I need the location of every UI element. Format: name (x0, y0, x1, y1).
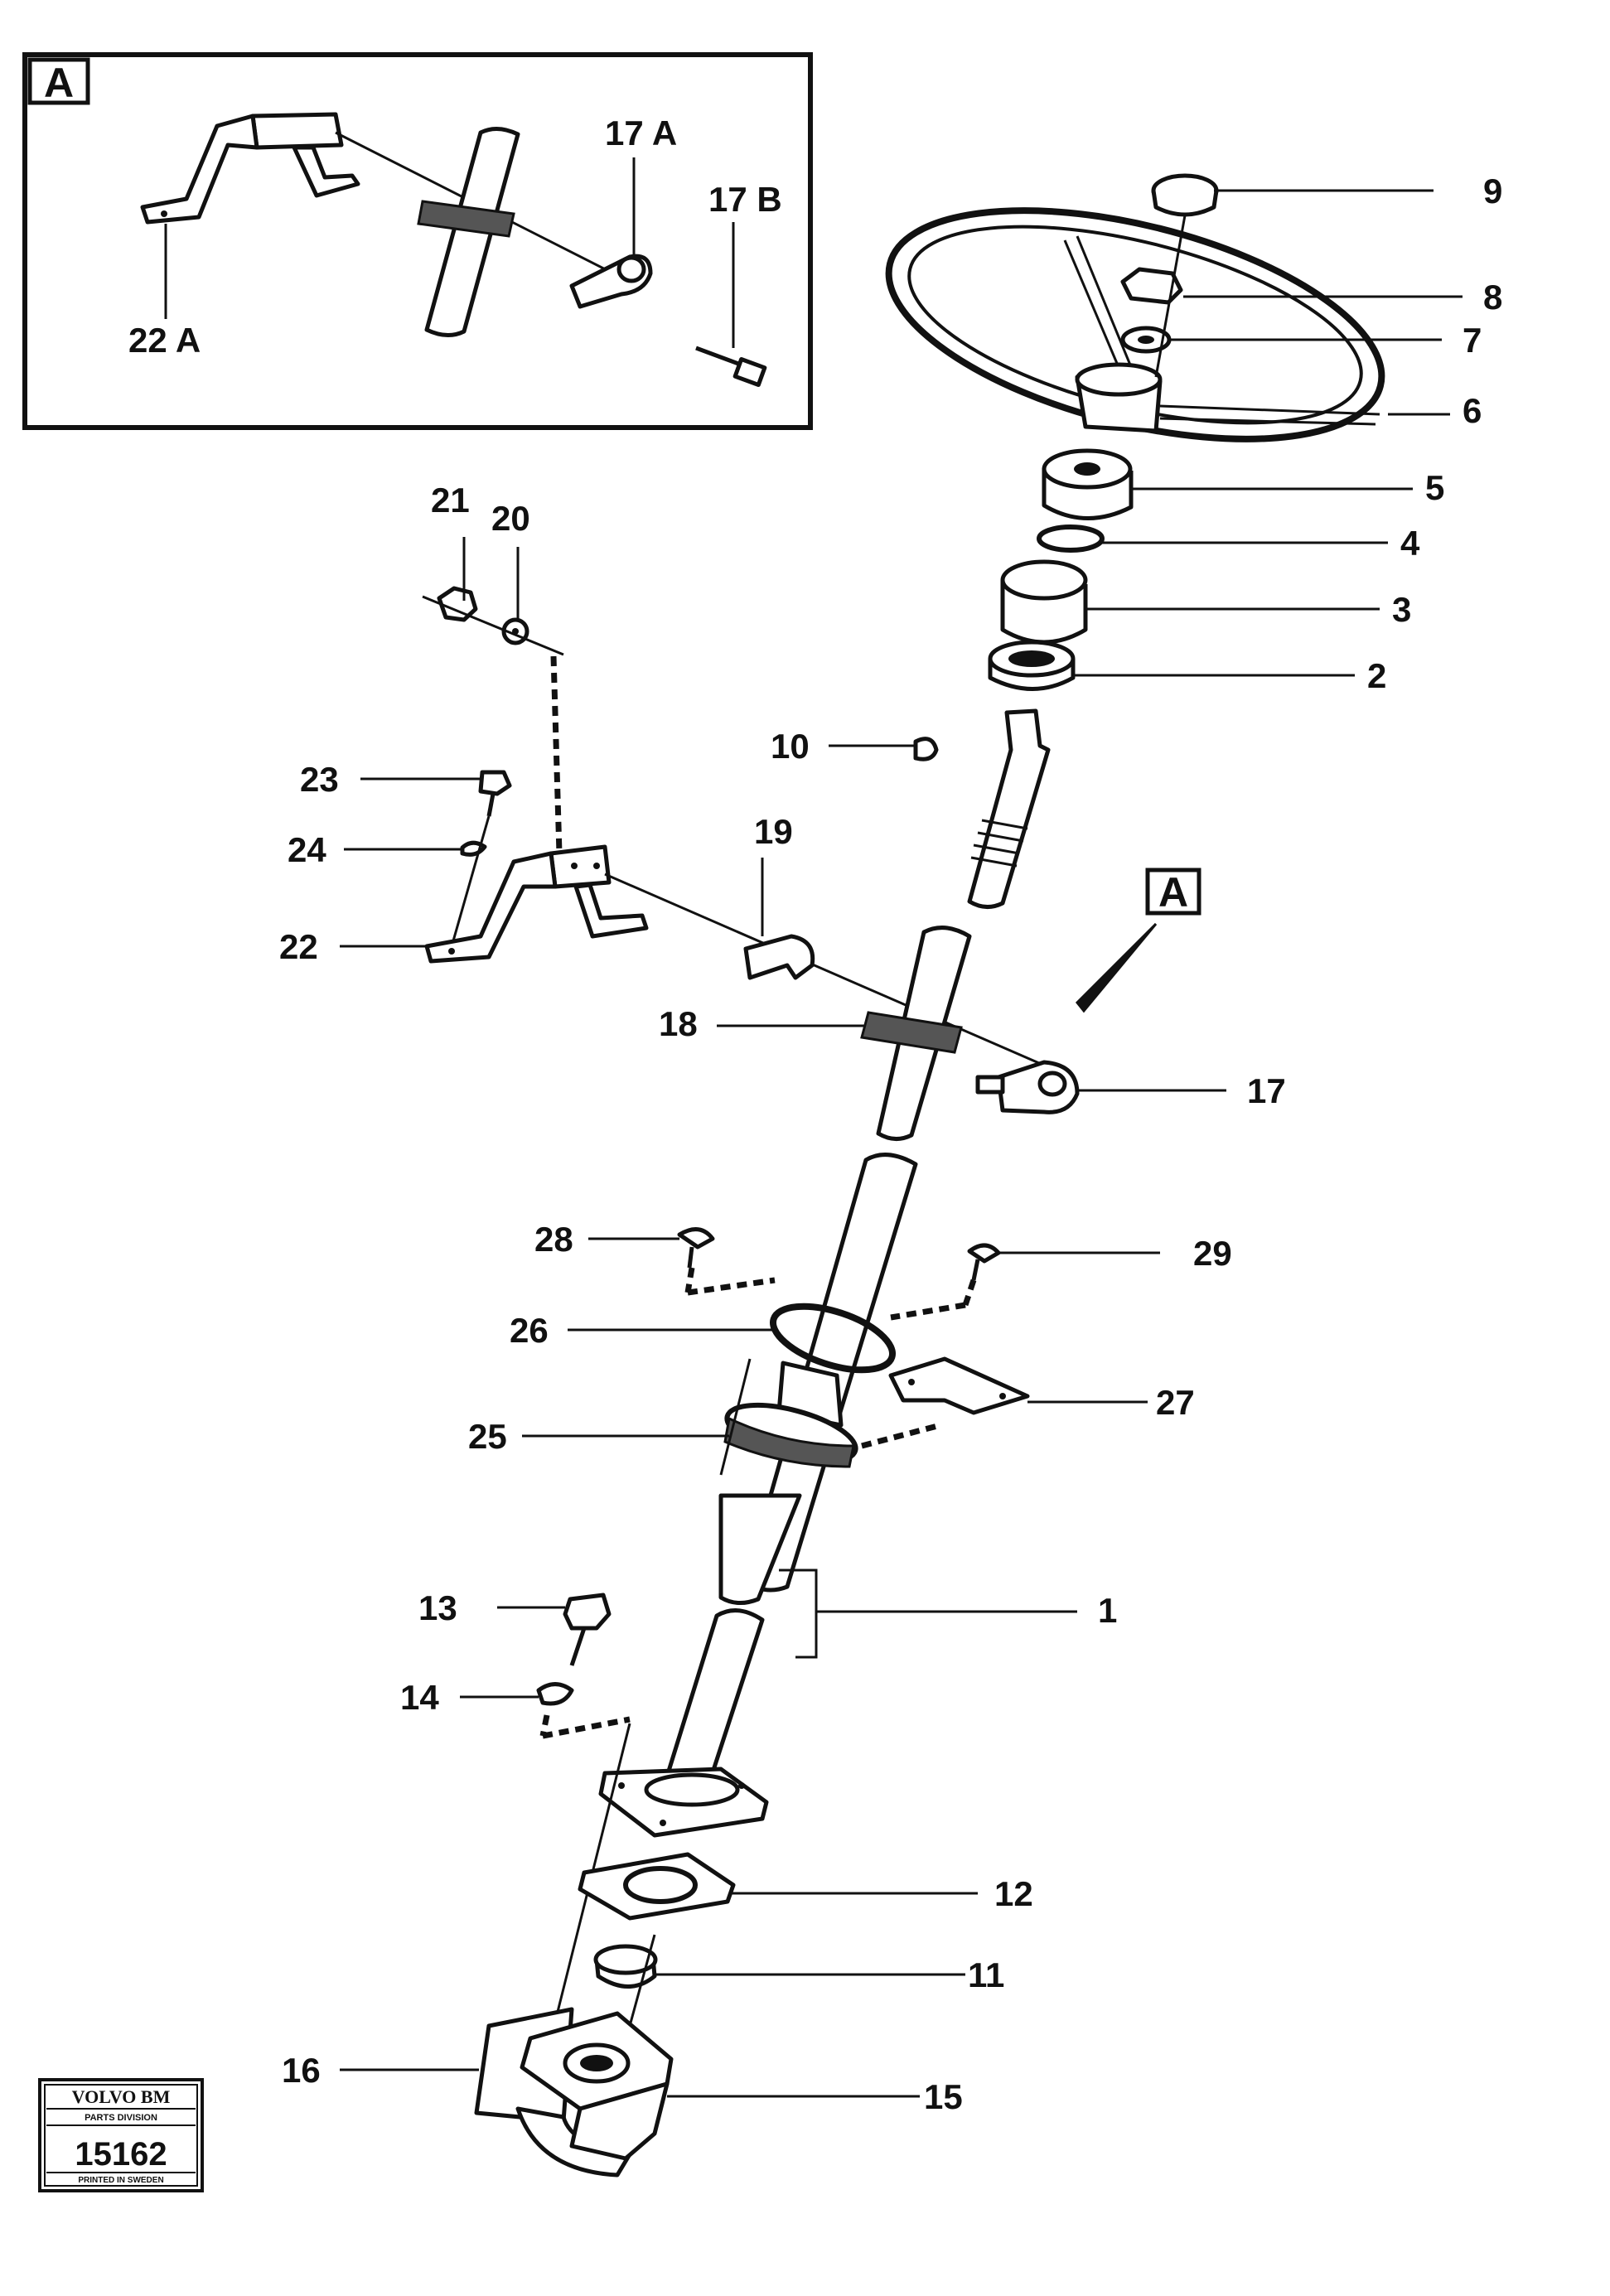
callout-19: 19 (754, 812, 793, 851)
view-marker-a: A (1075, 868, 1201, 1013)
nut-21 (437, 586, 478, 622)
bracket-22 (424, 844, 649, 964)
cap-9 (1151, 173, 1219, 217)
callout-17a: 17 A (605, 114, 677, 152)
nut-8 (1120, 267, 1183, 305)
flange-plate (598, 1767, 769, 1838)
callout-24: 24 (288, 830, 326, 869)
callout-2: 2 (1367, 656, 1386, 695)
callout-8: 8 (1483, 278, 1502, 317)
detail-box-frame (22, 52, 813, 430)
bolt-17b-drawing (695, 346, 767, 387)
callout-12: 12 (994, 1874, 1033, 1913)
callout-14: 14 (400, 1678, 439, 1717)
callout-17b: 17 B (708, 180, 782, 219)
stamp-brand: VOLVO BM (72, 2086, 171, 2107)
clamp-piece-19 (743, 934, 815, 980)
callout-20: 20 (491, 499, 530, 538)
sleeve-3 (1000, 559, 1088, 645)
flange-15 (520, 2011, 674, 2161)
detail-box-tag: A (44, 60, 74, 106)
bolt-13 (563, 1593, 612, 1666)
callout-6: 6 (1463, 391, 1482, 430)
view-marker-frame (1145, 868, 1201, 916)
detail-box-tag-frame (27, 57, 90, 105)
strap-18 (860, 1011, 963, 1054)
bearing-ring-2 (988, 640, 1076, 691)
plate-27 (888, 1356, 1030, 1415)
callout-17: 17 (1247, 1071, 1286, 1110)
column-tube-lower (660, 1493, 802, 1801)
callout-25: 25 (468, 1417, 507, 1456)
view-marker-tag: A (1158, 869, 1188, 916)
boot-25 (723, 1361, 858, 1468)
lock-washer-14 (536, 1682, 574, 1706)
callout-28: 28 (534, 1220, 573, 1259)
key-10 (913, 737, 939, 761)
callout-22a: 22 A (128, 321, 201, 360)
callout-13: 13 (418, 1588, 457, 1627)
volvo-bm-stamp: VOLVO BM PARTS DIVISION 15162 PRINTED IN… (38, 2078, 204, 2192)
bracket-1-lines (779, 1569, 818, 1659)
callout-3: 3 (1392, 590, 1411, 629)
column-tube-detail (417, 127, 520, 337)
bolt-23 (478, 770, 512, 817)
bushing-5 (1042, 448, 1134, 520)
callout-1: 1 (1098, 1591, 1117, 1630)
callout-27: 27 (1156, 1383, 1195, 1422)
callout-22: 22 (279, 927, 318, 966)
upper-shaft (967, 708, 1051, 909)
clamp-17a-drawing (569, 254, 653, 309)
screw-29 (967, 1243, 1001, 1281)
callout-18: 18 (659, 1004, 698, 1043)
callout-7: 7 (1463, 321, 1482, 360)
callout-9: 9 (1483, 172, 1502, 210)
callout-10: 10 (771, 727, 810, 766)
stamp-printed: PRINTED IN SWEDEN (78, 2176, 163, 2185)
washer-7 (1120, 326, 1172, 354)
callout-26: 26 (510, 1311, 549, 1350)
callout-23: 23 (300, 760, 339, 799)
stamp-division: PARTS DIVISION (85, 2113, 157, 2123)
stamp-number: 15162 (75, 2136, 167, 2173)
callout-21: 21 (431, 481, 470, 520)
gasket-12 (578, 1852, 736, 1921)
leader-lines (340, 189, 1463, 2098)
snap-ring-4 (1037, 524, 1105, 553)
seal-11 (593, 1944, 658, 1989)
ring-26 (769, 1303, 897, 1374)
steering-wheel-6 (885, 207, 1385, 442)
detail-box-a: A 22 A 17 A 17 B (22, 52, 813, 430)
clamp-17 (975, 1060, 1080, 1114)
callout-4: 4 (1400, 524, 1420, 563)
callout-29: 29 (1193, 1234, 1232, 1273)
screw-28 (677, 1227, 715, 1269)
callout-16: 16 (282, 2051, 321, 2090)
callout-5: 5 (1425, 468, 1444, 507)
bracket-22a-drawing (140, 112, 360, 225)
callout-15: 15 (924, 2077, 963, 2116)
callout-11: 11 (968, 1955, 1004, 1994)
